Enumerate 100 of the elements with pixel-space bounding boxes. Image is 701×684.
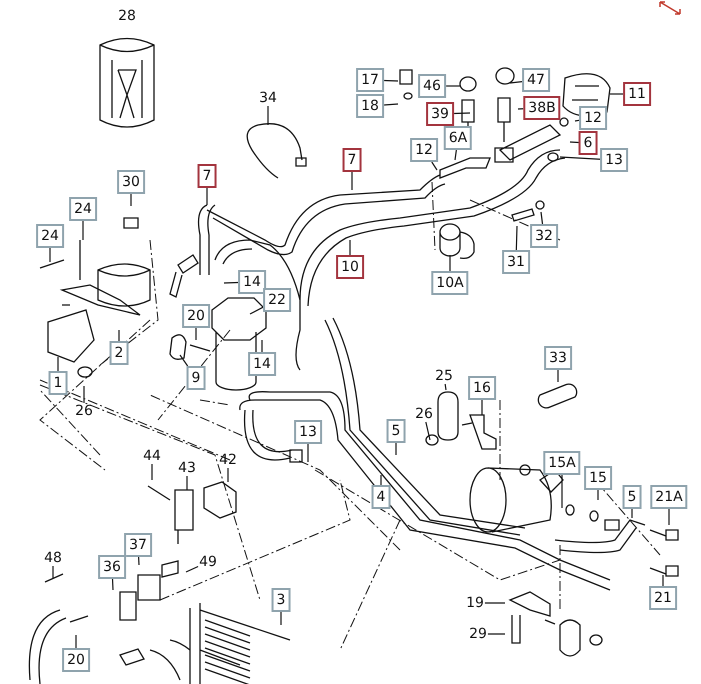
leader-line	[227, 468, 229, 482]
callout-number: 13	[294, 420, 322, 444]
leader-line	[82, 221, 84, 240]
callout-number: 33	[544, 346, 572, 370]
callout-number: 13	[600, 148, 628, 172]
leader-line	[662, 575, 664, 586]
leader-line	[118, 330, 120, 341]
callout-number: 7	[342, 148, 362, 172]
leader-line	[349, 240, 351, 255]
callout-number: 14	[248, 352, 276, 376]
leader-line	[488, 633, 505, 635]
callout-number: 1	[48, 371, 68, 395]
callout-number: 44	[142, 448, 162, 464]
callout-number: 46	[418, 74, 446, 98]
leader-line	[449, 255, 451, 271]
leader-line	[351, 172, 353, 190]
callout-number: 38B	[523, 96, 561, 120]
leader-line	[570, 141, 579, 144]
callout-number: 26	[414, 406, 434, 422]
leader-line	[49, 248, 51, 262]
callout-number: 14	[238, 270, 266, 294]
leader-line	[610, 93, 624, 95]
leader-line	[224, 282, 238, 284]
leader-line	[560, 156, 600, 160]
callout-number: 26	[74, 403, 94, 419]
callout-number: 47	[522, 68, 550, 92]
callout-number: 15A	[543, 451, 581, 475]
leader-line	[481, 400, 483, 415]
callout-number: 3	[272, 588, 290, 612]
callout-number: 6A	[444, 126, 472, 150]
callout-number: 24	[69, 197, 97, 221]
leader-line	[516, 226, 518, 250]
leader-line	[112, 578, 114, 590]
leader-line	[52, 566, 54, 578]
callout-number: 12	[410, 138, 438, 162]
callout-number: 18	[356, 94, 384, 118]
leader-line	[597, 490, 599, 500]
callout-number: 20	[62, 648, 90, 672]
leader-line	[186, 476, 188, 490]
callout-number: 19	[465, 595, 485, 611]
callout-number: 42	[218, 452, 238, 468]
leader-line	[151, 464, 153, 480]
callout-number: 9	[186, 366, 206, 390]
leader-line	[561, 475, 563, 508]
callout-number: 36	[98, 555, 126, 579]
callout-number: 48	[43, 550, 63, 566]
callout-number: 17	[356, 68, 384, 92]
leader-line	[384, 80, 398, 82]
leader-line	[195, 328, 197, 340]
leader-line	[557, 370, 559, 382]
leader-line	[75, 635, 77, 648]
callout-number: 21A	[650, 485, 688, 509]
callout-number: 11	[623, 82, 651, 106]
leader-line	[484, 602, 505, 604]
callout-number: 31	[502, 250, 530, 274]
leader-line	[425, 422, 431, 440]
leader-line	[540, 212, 544, 224]
callout-number: 20	[182, 304, 210, 328]
leader-line	[518, 108, 524, 110]
leader-line	[384, 103, 398, 106]
callout-number: 5	[386, 419, 406, 443]
callout-number: 25	[434, 368, 454, 384]
callout-number: 22	[263, 288, 291, 312]
leader-line	[444, 384, 447, 390]
leader-line	[267, 106, 269, 125]
leader-line	[446, 85, 461, 87]
leader-line	[206, 188, 208, 205]
callout-number: 5	[622, 485, 642, 509]
leader-line	[280, 612, 282, 625]
leader-line	[431, 162, 438, 170]
callout-number: 4	[372, 485, 390, 509]
leader-line	[668, 509, 670, 525]
callout-number: 34	[258, 90, 278, 106]
leader-line	[510, 81, 522, 84]
leader-line	[380, 475, 382, 485]
callout-number: 2	[110, 341, 128, 365]
callout-number: 28	[117, 8, 137, 24]
callout-number: 43	[177, 460, 197, 476]
leader-line	[83, 386, 85, 403]
leader-line	[186, 566, 198, 573]
leader-line	[57, 357, 59, 371]
callout-number: 29	[468, 626, 488, 642]
callout-number: 6	[578, 131, 598, 155]
leader-line	[454, 112, 470, 114]
callout-number: 39	[426, 102, 454, 126]
callout-number: 32	[530, 224, 558, 248]
callout-number: 10	[336, 255, 364, 279]
leader-line	[395, 443, 397, 455]
leader-line	[180, 354, 188, 366]
callout-number: 21	[649, 586, 677, 610]
callout-number: 7	[198, 164, 216, 188]
leader-line	[138, 556, 140, 566]
callout-number: 15	[584, 466, 612, 490]
leader-line	[130, 194, 132, 206]
callout-number: 16	[468, 376, 496, 400]
leader-line	[574, 120, 580, 122]
callout-number: 49	[198, 554, 218, 570]
leader-line	[261, 340, 263, 352]
callout-number: 12	[579, 106, 607, 130]
callout-number: 10A	[431, 271, 469, 295]
